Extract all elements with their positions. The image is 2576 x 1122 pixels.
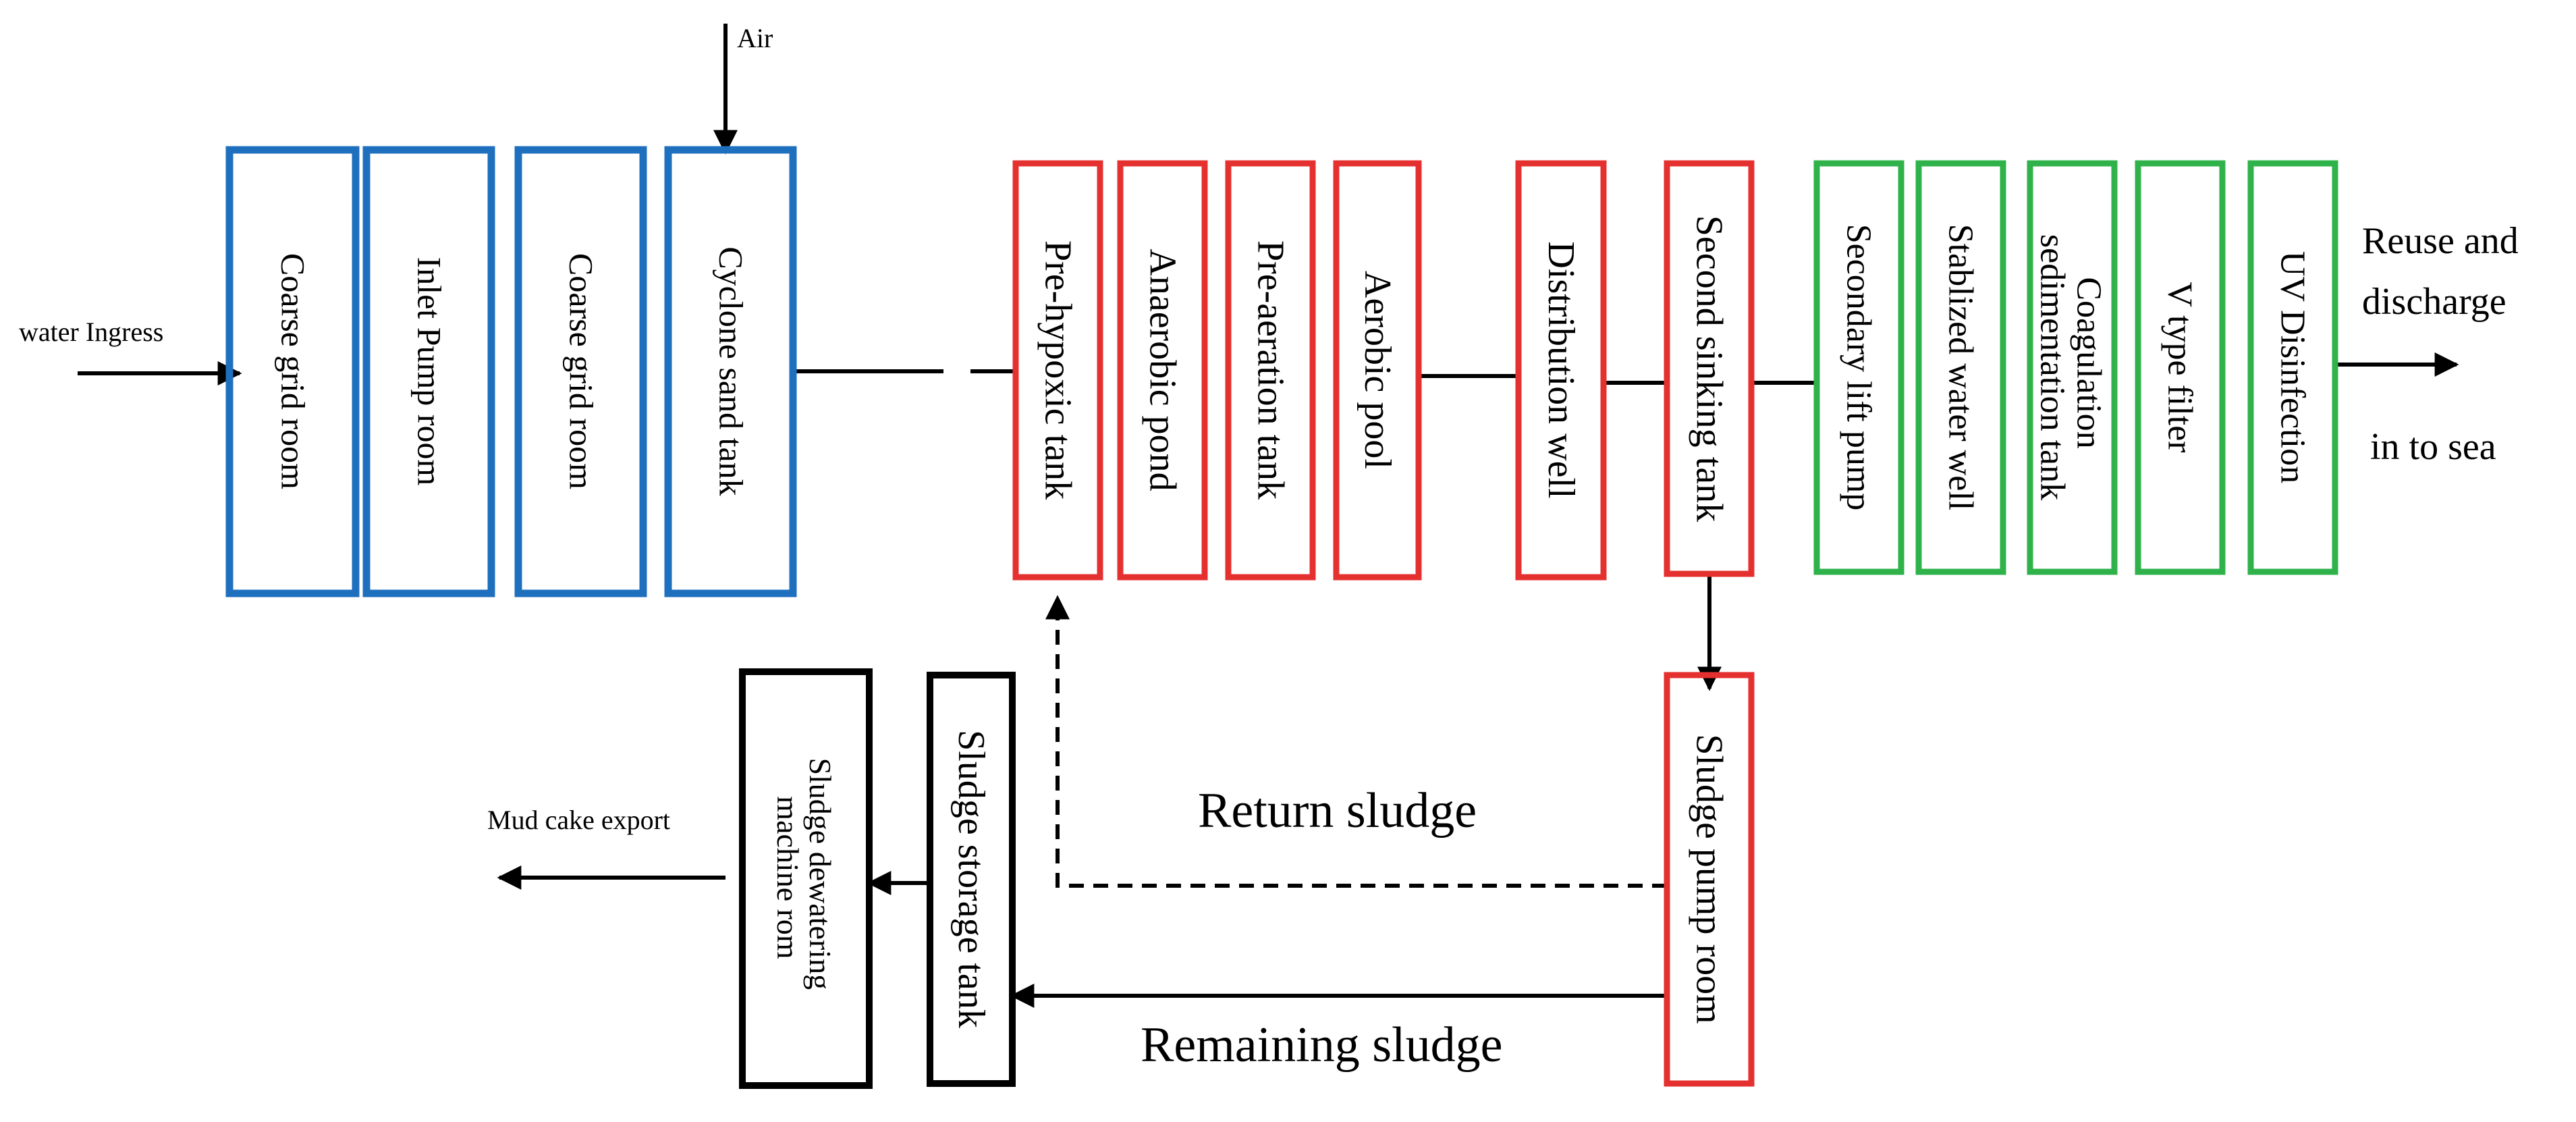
label-coagulation-line1: Coagulation [2070, 277, 2108, 448]
label-dewatering-line1: Sludge dewatering [803, 757, 838, 990]
svg-text:Sludge dewatering machin: Sludge dewatering machine rom [771, 757, 838, 997]
svg-text:Coagulation sedimentatio: Coagulation sedimentation tank [2033, 234, 2108, 500]
box-cyclone-sand-tank: Cyclone sand tank [664, 146, 797, 597]
label-uv-disinfection: UV Disinfection [2274, 251, 2312, 483]
label-cyclone-sand-tank: Cyclone sand tank [713, 246, 750, 496]
return-sludge-label: Return sludge [1198, 783, 1477, 838]
label-coarse-grid-room-1: Coarse grid room [275, 253, 312, 489]
box-sludge-pump-room: Sludge pump room [1664, 672, 1755, 1087]
label-second-sinking-tank: Second sinking tank [1689, 215, 1730, 522]
label-sludge-pump-room: Sludge pump room [1689, 734, 1730, 1023]
box-distribution-well: Distribution well [1515, 160, 1607, 581]
svg-text:Pre-hypoxic tank: Pre-hypoxic tank [1037, 240, 1079, 500]
svg-text:Cyclone sand tank: Cyclone sand tank [713, 246, 750, 496]
box-sludge-storage-tank: Sludge storage tank [927, 672, 1016, 1087]
box-uv-disinfection: UV Disinfection [2247, 160, 2338, 575]
svg-text:Inlet Pump room: Inlet Pump room [411, 257, 449, 486]
label-pre-aeration-tank: Pre-aeration tank [1250, 240, 1292, 500]
box-pre-hypoxic-tank: Pre-hypoxic tank [1012, 160, 1103, 581]
label-distribution-well: Distribution well [1540, 241, 1582, 498]
svg-text:Distribution well: Distribution well [1540, 241, 1582, 498]
svg-text:UV Disinfection: UV Disinfection [2274, 251, 2312, 483]
label-inlet-pump-room: Inlet Pump room [411, 257, 449, 486]
svg-text:Coarse grid room: Coarse grid room [275, 253, 312, 489]
into-sea-label: in to sea [2370, 426, 2496, 468]
reuse-label-line2: discharge [2362, 281, 2506, 323]
box-aerobic-pool: Aerobic pool [1333, 160, 1422, 581]
svg-text:Sludge pump room: Sludge pump room [1689, 734, 1730, 1023]
mud-cake-export-label: Mud cake export [487, 805, 670, 835]
label-secondary-lift-pump: Secondary lift pump [1840, 224, 1878, 511]
svg-text:Aerobic pool: Aerobic pool [1356, 271, 1398, 469]
box-sludge-dewatering-room: Sludge dewatering machine rom [739, 668, 873, 1089]
air-label: Air [737, 23, 773, 53]
label-coagulation-line2: sedimentation tank [2033, 234, 2072, 500]
main-flow-lines [78, 24, 2459, 1008]
label-sludge-storage-tank: Sludge storage tank [950, 730, 992, 1028]
box-v-type-filter: V type filter [2135, 160, 2226, 575]
label-pre-hypoxic-tank: Pre-hypoxic tank [1037, 240, 1079, 500]
label-v-type-filter: V type filter [2161, 282, 2199, 452]
box-anaerobic-pond: Anaerobic pond [1117, 160, 1208, 581]
svg-text:Second sinking tank: Second sinking tank [1689, 215, 1730, 522]
box-stablized-water-well: Stablized water well [1915, 160, 2006, 575]
return-sludge-dashed-line [1045, 595, 1667, 888]
svg-text:Sludge storage tank: Sludge storage tank [950, 730, 992, 1028]
box-pre-aeration-tank: Pre-aeration tank [1225, 160, 1316, 581]
svg-text:Secondary lift pump: Secondary lift pump [1840, 224, 1878, 511]
box-coarse-grid-room-1: Coarse grid room [225, 146, 360, 597]
box-second-sinking-tank: Second sinking tank [1664, 160, 1755, 577]
box-coarse-grid-room-2: Coarse grid room [514, 146, 647, 597]
label-aerobic-pool: Aerobic pool [1356, 271, 1398, 469]
svg-text:Pre-aeration tank: Pre-aeration tank [1250, 240, 1292, 500]
remaining-sludge-label: Remaining sludge [1141, 1017, 1502, 1073]
water-ingress-label: water Ingress [19, 317, 163, 347]
box-inlet-pump-room: Inlet Pump room [362, 146, 495, 597]
label-dewatering-line2: machine rom [771, 796, 805, 959]
svg-text:Anaerobic pond: Anaerobic pond [1142, 248, 1184, 491]
box-secondary-lift-pump: Secondary lift pump [1813, 160, 1904, 575]
reuse-label-line1: Reuse and [2362, 220, 2519, 262]
svg-text:Coarse grid room: Coarse grid room [563, 253, 601, 489]
label-coarse-grid-room-2: Coarse grid room [563, 253, 601, 489]
box-coagulation-tank: Coagulation sedimentation tank [2027, 160, 2118, 575]
svg-text:Stablized water well: Stablized water well [1942, 224, 1980, 511]
svg-text:V type filter: V type filter [2161, 282, 2199, 452]
label-anaerobic-pond: Anaerobic pond [1142, 248, 1184, 491]
label-stablized-water-well: Stablized water well [1942, 224, 1980, 511]
